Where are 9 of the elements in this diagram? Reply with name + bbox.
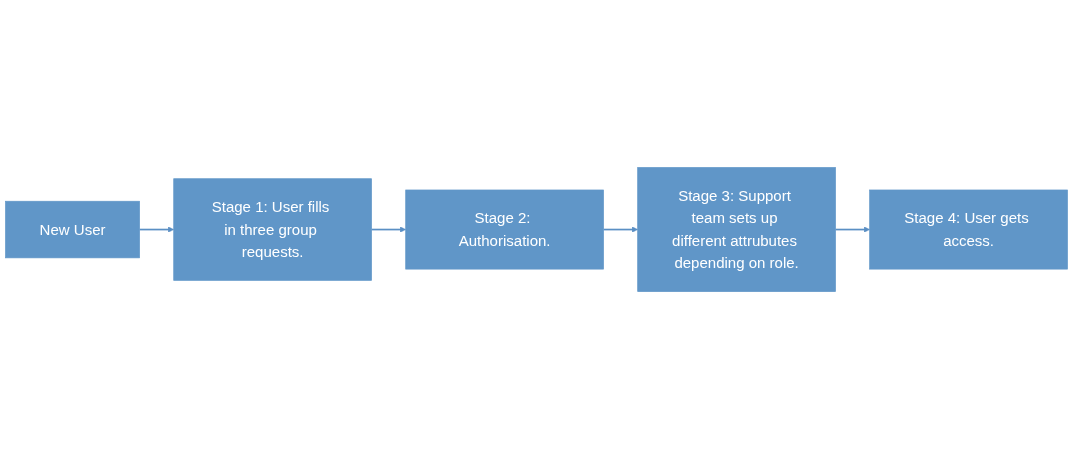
node-box: Stage 3: Support team sets up different attrubutes depending on role. xyxy=(637,167,836,292)
arrow xyxy=(138,226,174,233)
node-box: New User xyxy=(5,200,140,259)
arrow xyxy=(370,226,406,233)
node-box: Stage 1: User fills in three group requests. xyxy=(173,178,372,281)
arrow xyxy=(602,226,638,233)
node-box: Stage 4: User gets access. xyxy=(869,189,1068,270)
arrow xyxy=(834,226,870,233)
node-box: Stage 2: Authorisation. xyxy=(405,189,604,270)
